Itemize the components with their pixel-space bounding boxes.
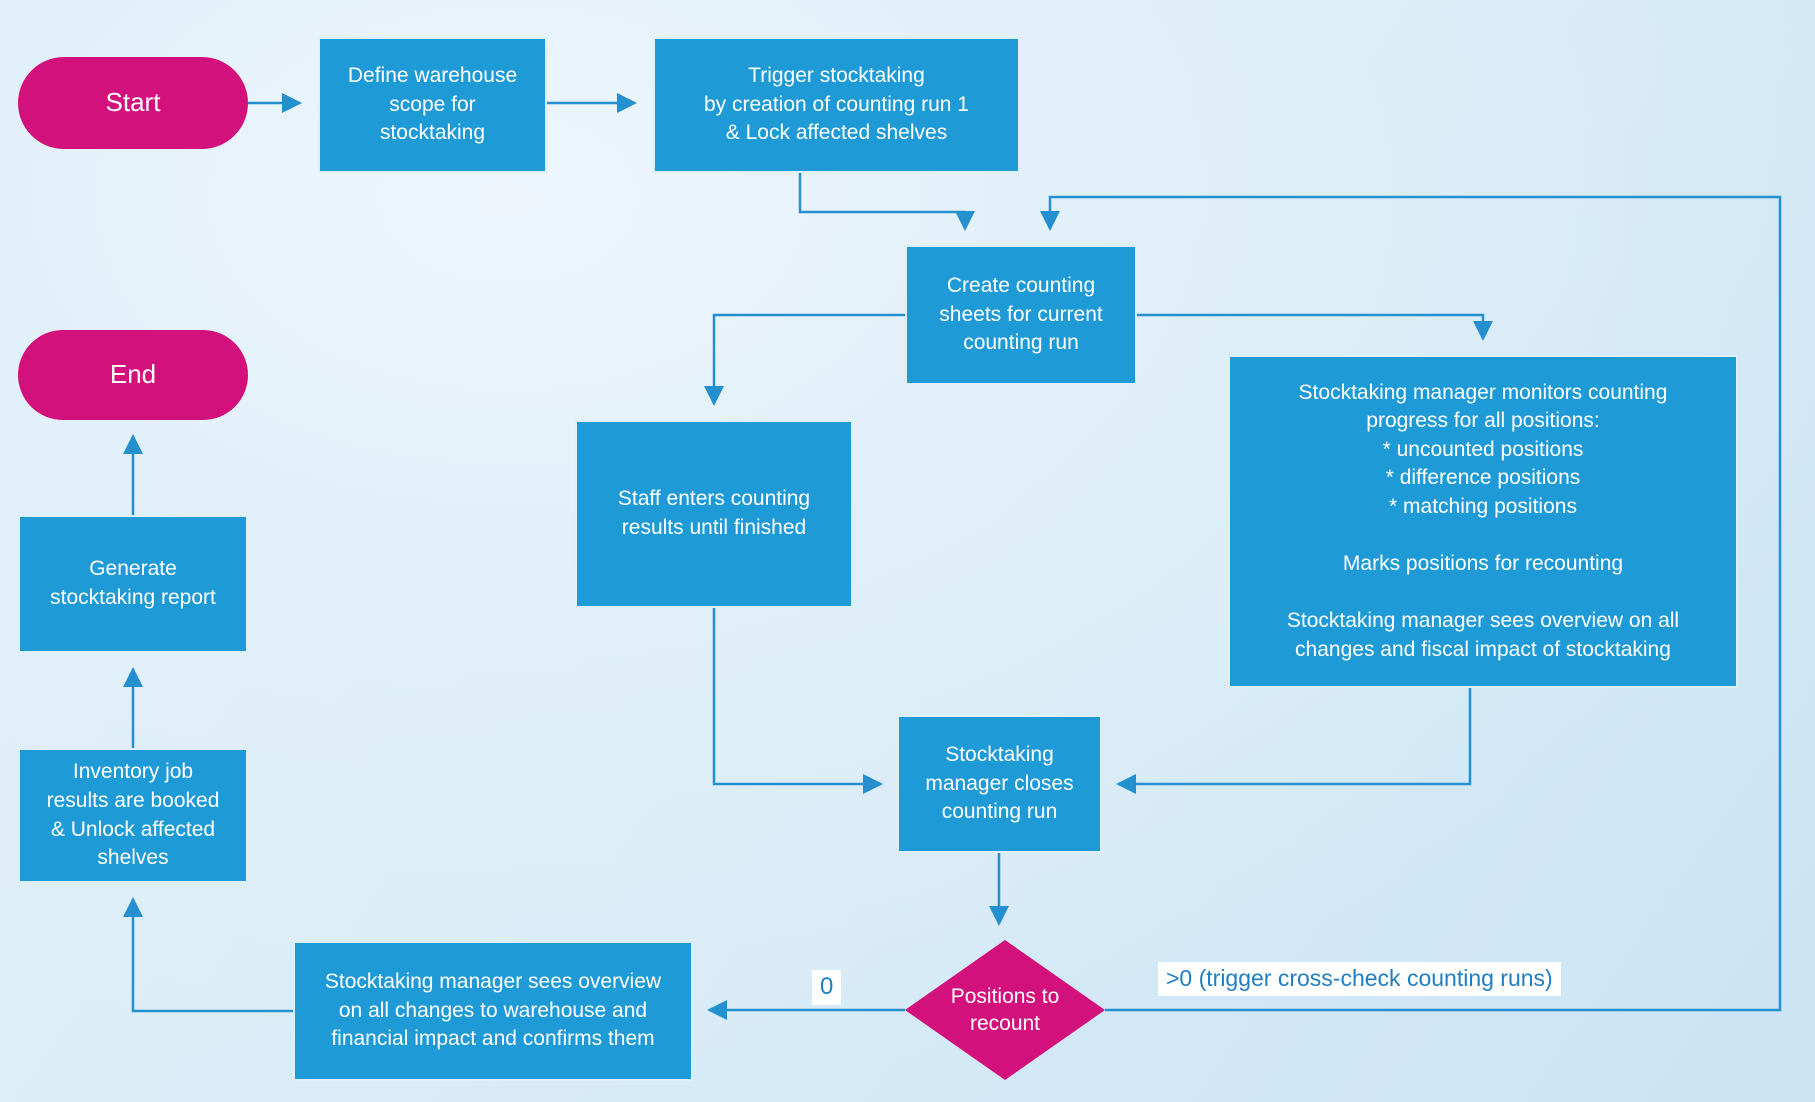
node-create-counting-sheets: Create counting sheets for current count… (905, 245, 1137, 385)
node-inventory-job-booked: Inventory job results are booked & Unloc… (18, 748, 248, 883)
node-define-warehouse-scope: Define warehouse scope for stocktaking (318, 37, 547, 173)
node-start: Start (18, 57, 248, 149)
decision-positions-to-recount-label: Positions to recount (950, 984, 1060, 1035)
edge-create-to-staff (704, 313, 905, 406)
node-manager-monitors-progress: Stocktaking manager monitors counting pr… (1228, 355, 1738, 688)
edge-create-to-monitor (1137, 313, 1493, 341)
edge-staff-to-closes (712, 608, 883, 794)
node-trigger-stocktaking: Trigger stocktaking by creation of count… (653, 37, 1020, 173)
branch-label-greater-than-zero: >0 (trigger cross-check counting runs) (1158, 962, 1561, 996)
node-manager-closes-run: Stocktaking manager closes counting run (897, 715, 1102, 853)
node-staff-enters-results: Staff enters counting results until fini… (575, 420, 853, 608)
node-generate-report: Generate stocktaking report (18, 515, 248, 653)
decision-positions-to-recount-shape (905, 940, 1105, 1080)
edge-confirm-to-inventory (123, 897, 293, 1013)
branch-label-zero: 0 (812, 970, 842, 1005)
edge-trigger-to-create (798, 173, 975, 231)
edge-recount-loop-to-create (1040, 195, 1782, 1012)
edge-monitor-to-closes (1116, 688, 1472, 794)
node-end: End (18, 330, 248, 420)
node-manager-confirms-changes: Stocktaking manager sees overview on all… (293, 941, 693, 1081)
